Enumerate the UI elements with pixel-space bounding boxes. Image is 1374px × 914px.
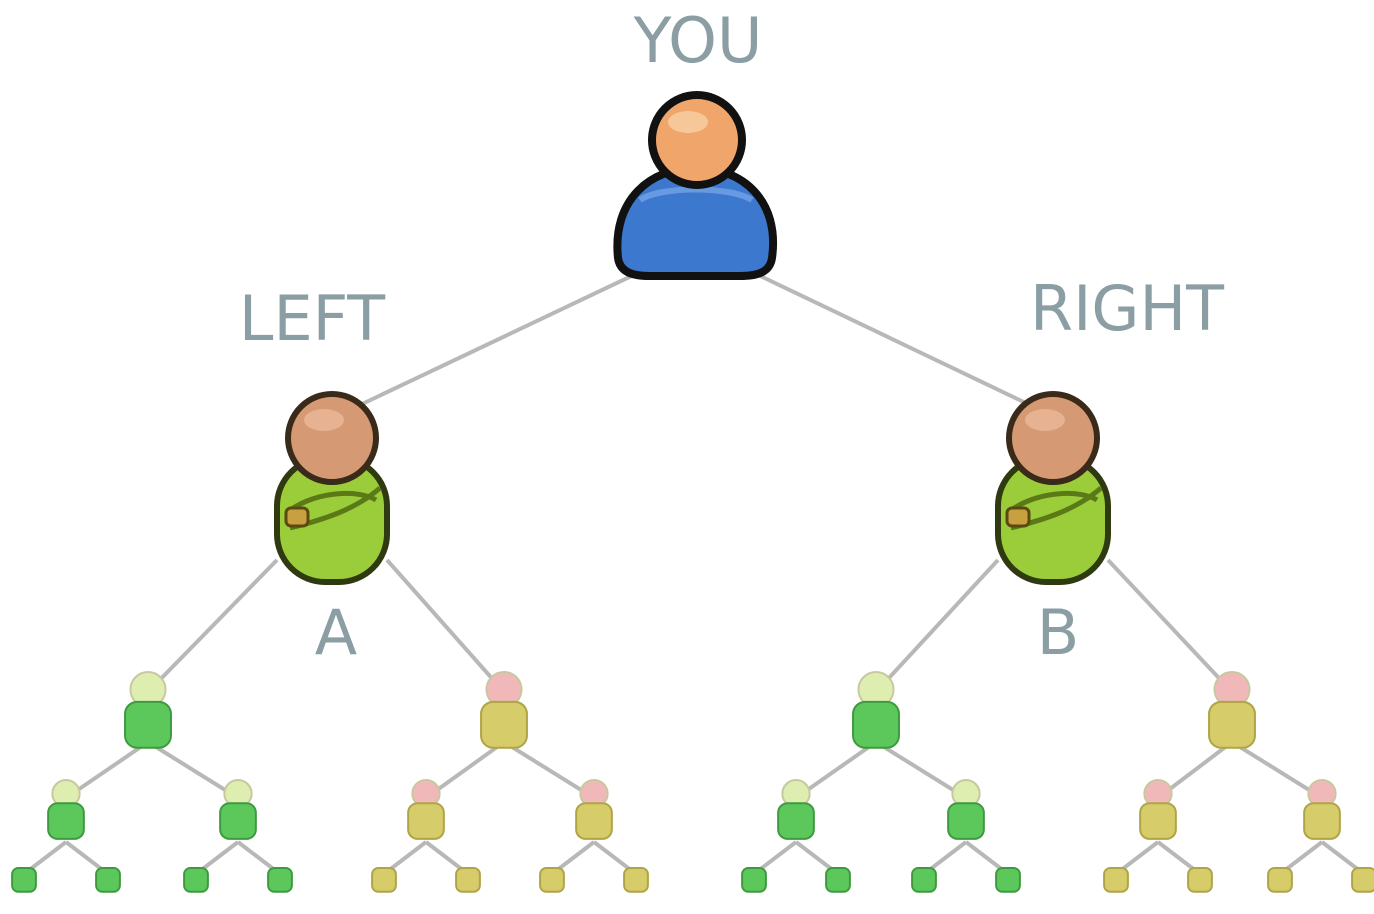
downline-node-l3-5-body xyxy=(777,802,815,840)
downline-node-l2-4-body xyxy=(1208,700,1256,749)
downline-node-l3-8 xyxy=(1303,779,1341,840)
downline-node-l4-4-body xyxy=(267,867,293,893)
downline-nodes xyxy=(11,671,1374,893)
connector-lines xyxy=(359,270,1031,407)
downline-node-l4-16 xyxy=(1351,867,1374,893)
downline-node-l4-12 xyxy=(995,867,1021,893)
downline-node-l4-10 xyxy=(825,867,851,893)
you-user-head xyxy=(648,91,746,189)
downline-node-l4-14-body xyxy=(1187,867,1213,893)
downline-node-l3-1 xyxy=(47,779,85,840)
downline-node-l4-16-body xyxy=(1351,867,1374,893)
downline-node-l4-6-body xyxy=(455,867,481,893)
downline-node-l3-6-body xyxy=(947,802,985,840)
downline-node-l4-3-body xyxy=(183,867,209,893)
connector-root-left xyxy=(359,270,641,407)
downline-node-l4-5-body xyxy=(371,867,397,893)
downline-node-l4-5 xyxy=(371,867,397,893)
downline-node-l4-13 xyxy=(1103,867,1129,893)
label-b: B xyxy=(1037,596,1080,669)
you-user-icon xyxy=(613,91,778,280)
member-b-head xyxy=(1006,391,1100,485)
downline-node-l4-8-body xyxy=(623,867,649,893)
downline-node-l4-15-body xyxy=(1267,867,1293,893)
downline-node-l4-15 xyxy=(1267,867,1293,893)
downline-node-l4-13-body xyxy=(1103,867,1129,893)
member-a-head xyxy=(285,391,379,485)
downline-node-l4-2 xyxy=(95,867,121,893)
downline-node-l3-2 xyxy=(219,779,257,840)
downline-node-l3-1-body xyxy=(47,802,85,840)
connector-l2-l3-5 xyxy=(874,740,968,800)
downline-node-l3-4 xyxy=(575,779,613,840)
label-right: RIGHT xyxy=(1030,272,1225,345)
label-a: A xyxy=(315,596,357,669)
downline-node-l4-9 xyxy=(741,867,767,893)
downline-node-l3-3-body xyxy=(407,802,445,840)
downline-node-l2-4 xyxy=(1208,671,1256,749)
downline-node-l4-12-body xyxy=(995,867,1021,893)
downline-node-l3-7 xyxy=(1139,779,1177,840)
downline-node-l2-1-body xyxy=(124,700,172,749)
downline-node-l4-11 xyxy=(911,867,937,893)
downline-node-l2-1 xyxy=(124,671,172,749)
downline-node-l3-8-body xyxy=(1303,802,1341,840)
downline-node-l4-11-body xyxy=(911,867,937,893)
downline-node-l3-3 xyxy=(407,779,445,840)
connector-l2-l3-1 xyxy=(146,740,240,800)
member-a-icon xyxy=(274,391,390,585)
connector-l1-l2-2 xyxy=(874,558,1000,694)
connector-l1-l2-3 xyxy=(1106,558,1234,694)
downline-node-l4-9-body xyxy=(741,867,767,893)
downline-node-l4-2-body xyxy=(95,867,121,893)
connector-l1-l2-0 xyxy=(146,558,279,694)
connector-l1-l2-1 xyxy=(385,558,506,694)
label-left: LEFT xyxy=(239,282,386,355)
downline-node-l4-10-body xyxy=(825,867,851,893)
downline-node-l4-8 xyxy=(623,867,649,893)
downline-node-l4-14 xyxy=(1187,867,1213,893)
member-b-icon xyxy=(995,391,1111,585)
downline-node-l4-4 xyxy=(267,867,293,893)
connector-l2-l3-3 xyxy=(502,740,596,800)
downline-node-l4-1 xyxy=(11,867,37,893)
downline-node-l3-4-body xyxy=(575,802,613,840)
downline-node-l3-6 xyxy=(947,779,985,840)
downline-node-l2-2 xyxy=(480,671,528,749)
downline-node-l4-6 xyxy=(455,867,481,893)
downline-node-l3-5 xyxy=(777,779,815,840)
connector-root-right xyxy=(751,270,1031,407)
downline-node-l2-3 xyxy=(852,671,900,749)
downline-node-l4-1-body xyxy=(11,867,37,893)
downline-node-l2-2-body xyxy=(480,700,528,749)
downline-node-l3-7-body xyxy=(1139,802,1177,840)
downline-node-l4-3 xyxy=(183,867,209,893)
downline-node-l2-3-body xyxy=(852,700,900,749)
connector-l2-l3-7 xyxy=(1230,740,1324,800)
downline-node-l4-7-body xyxy=(539,867,565,893)
downline-node-l3-2-body xyxy=(219,802,257,840)
downline-node-l4-7 xyxy=(539,867,565,893)
label-you: YOU xyxy=(633,4,763,77)
